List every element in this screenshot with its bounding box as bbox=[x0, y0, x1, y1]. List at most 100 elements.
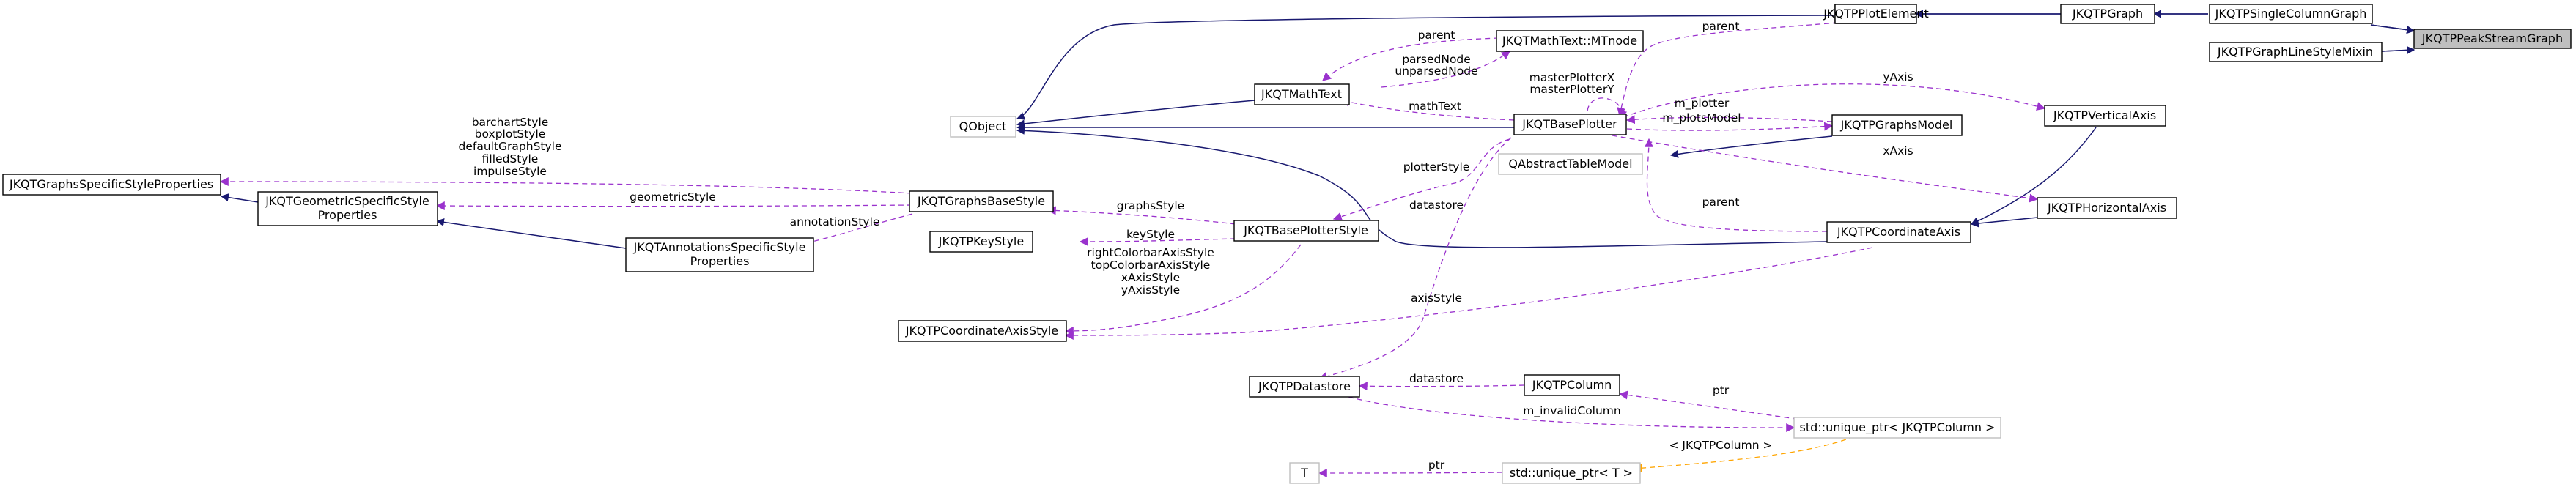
nodes: JKQTPPeakStreamGraph JKQTPSingleColumnGr… bbox=[2, 4, 2572, 484]
edge-m-plotter bbox=[1625, 115, 1833, 124]
edge-master-self bbox=[1587, 97, 1627, 120]
node-jkqtpgraph[interactable]: JKQTPGraph bbox=[2060, 4, 2155, 24]
edge-label: parent bbox=[1702, 196, 1740, 209]
node-label: JKQTPPeakStreamGraph bbox=[2421, 31, 2563, 45]
edge-geometric bbox=[435, 201, 913, 211]
node-label: JKQTPVerticalAxis bbox=[2053, 108, 2156, 122]
edge-axis-styles bbox=[1064, 244, 1302, 335]
node-label: JKQTGraphsSpecificStyleProperties bbox=[9, 177, 213, 191]
edge-label: axisStyle bbox=[1411, 291, 1462, 305]
node-jkqtpcolumn[interactable]: JKQTPColumn bbox=[1524, 374, 1620, 396]
node-label: JKQTPCoordinateAxisStyle bbox=[905, 324, 1058, 338]
edge-keystyle bbox=[1079, 237, 1236, 246]
node-jkqtmathtext-mtnode[interactable]: JKQTMathText::MTnode bbox=[1496, 30, 1644, 52]
edge-label: m_invalidColumn bbox=[1523, 404, 1620, 418]
node-jkqtphorizontalaxis[interactable]: JKQTPHorizontalAxis bbox=[2037, 197, 2177, 219]
edge-graphsstyle bbox=[1047, 206, 1236, 225]
node-jkqtannotationsspecificstyleproperties[interactable]: JKQTAnnotationsSpecificStyle Properties bbox=[625, 237, 814, 272]
edge-label: filledStyle bbox=[482, 152, 539, 166]
edge-xaxis bbox=[1612, 135, 2039, 203]
edge-label: ptr bbox=[1713, 384, 1730, 397]
edge-label: parent bbox=[1702, 20, 1740, 33]
node-label: JKQTPColumn bbox=[1532, 378, 1612, 392]
node-label: JKQTPGraphLineStyleMixin bbox=[2217, 45, 2373, 59]
node-label: JKQTPSingleColumnGraph bbox=[2215, 7, 2367, 21]
edge-label: geometricStyle bbox=[630, 190, 716, 204]
node-jkqtmathtext[interactable]: JKQTMathText bbox=[1254, 83, 1350, 105]
edge-label: m_plotter bbox=[1675, 97, 1730, 111]
node-label: JKQTPCoordinateAxis bbox=[1837, 225, 1960, 239]
node-jkqtppeakstreamgraph[interactable]: JKQTPPeakStreamGraph bbox=[2413, 29, 2572, 49]
edge-ptr-T bbox=[1318, 468, 1503, 477]
edge-label: rightColorbarAxisStyle bbox=[1087, 246, 1214, 259]
edge-label: graphsStyle bbox=[1117, 199, 1184, 212]
node-jkqtgeometricspecificstyleproperties[interactable]: JKQTGeometricSpecificStyle Properties bbox=[257, 191, 438, 226]
edge-inh-gssp-geomsp bbox=[220, 193, 259, 203]
edge-label: parent bbox=[1418, 29, 1455, 42]
edge-plotterstyle bbox=[1332, 138, 1510, 221]
edge-label: mathText bbox=[1409, 100, 1461, 113]
node-label: JKQTMathText::MTnode bbox=[1502, 34, 1637, 48]
edge-label: annotationStyle bbox=[790, 215, 880, 228]
node-template-t[interactable]: T bbox=[1289, 462, 1320, 484]
node-jkqtgraphsbasestyle[interactable]: JKQTGraphsBaseStyle bbox=[909, 190, 1054, 212]
node-jkqtbaseplotter[interactable]: JKQTBasePlotter bbox=[1513, 114, 1627, 135]
edge-label: yAxis bbox=[1883, 70, 1913, 83]
edge-label: masterPlotterX bbox=[1529, 71, 1615, 84]
edge-label: masterPlotterY bbox=[1529, 83, 1614, 96]
node-qabstracttablemodel[interactable]: QAbstractTableModel bbox=[1498, 153, 1643, 175]
edges-final bbox=[1914, 10, 2416, 54]
graph-edges bbox=[219, 15, 2097, 477]
node-qobject[interactable]: QObject bbox=[950, 116, 1016, 138]
edge-inh-coordaxis-vaxis bbox=[1971, 127, 2097, 225]
edge-m-invalidcolumn bbox=[1348, 396, 1796, 433]
node-label-line2: Properties bbox=[318, 208, 377, 222]
node-label: JKQTBasePlotter bbox=[1521, 117, 1617, 131]
node-label: std::unique_ptr< T > bbox=[1510, 466, 1633, 480]
edge-parent-mtnode bbox=[1322, 37, 1499, 81]
node-label-line2: Properties bbox=[690, 254, 750, 268]
edge-label: defaultGraphStyle bbox=[458, 140, 561, 153]
node-unique-ptr-jkqtpcolumn[interactable]: std::unique_ptr< JKQTPColumn > bbox=[1793, 417, 2001, 439]
node-jkqtbaseplotterstyle[interactable]: JKQTBasePlotterStyle bbox=[1233, 220, 1379, 242]
edge-label: plotterStyle bbox=[1403, 160, 1470, 174]
edge-inh-coordaxis-haxis bbox=[1970, 217, 2038, 228]
edge-label: datastore bbox=[1409, 198, 1464, 212]
edge-label: ptr bbox=[1428, 458, 1445, 472]
node-jkqtpgraphlinestylemixin[interactable]: JKQTPGraphLineStyleMixin bbox=[2209, 42, 2383, 62]
node-label: JKQTPPlotElement bbox=[1823, 7, 1929, 21]
node-jkqtpdatastore[interactable]: JKQTPDatastore bbox=[1249, 376, 1360, 398]
node-label: JKQTPKeyStyle bbox=[938, 234, 1024, 248]
node-jkqtpgraphsmodel[interactable]: JKQTPGraphsModel bbox=[1831, 114, 1963, 136]
node-label: T bbox=[1300, 466, 1308, 480]
edge-label: barchartStyle bbox=[472, 116, 549, 129]
edge-label: topColorbarAxisStyle bbox=[1091, 259, 1211, 272]
edge-label: xAxis bbox=[1883, 144, 1913, 157]
edge-linemixin-inherits-peak bbox=[2381, 45, 2416, 54]
node-jkqtpplotelement-box[interactable]: JKQTPPlotElement bbox=[1823, 4, 1929, 24]
edge-m-plotsmodel bbox=[1626, 122, 1834, 131]
node-jkqtpcoordinateaxis[interactable]: JKQTPCoordinateAxis bbox=[1826, 221, 1971, 243]
edge-label: impulseStyle bbox=[473, 165, 547, 178]
node-jkqtpsinglecolumngraph[interactable]: JKQTPSingleColumnGraph bbox=[2209, 4, 2373, 24]
node-jkqtpverticalaxis[interactable]: JKQTPVerticalAxis bbox=[2044, 105, 2166, 127]
edge-axisstyle bbox=[1064, 247, 1873, 340]
node-jkqtpcoordinateaxisstyle[interactable]: JKQTPCoordinateAxisStyle bbox=[898, 320, 1067, 342]
node-label: JKQTPHorizontalAxis bbox=[2047, 201, 2166, 215]
node-label: JKQTGraphsBaseStyle bbox=[917, 194, 1045, 208]
edge-datastore-bp bbox=[1318, 137, 1512, 381]
edge-inh-plotelement-qobject bbox=[1016, 15, 1835, 120]
edge-label: boxplotStyle bbox=[475, 127, 546, 141]
edge-labels: parent parent parent parsedNode unparsed… bbox=[458, 20, 1913, 472]
node-jkqtpkeystyle[interactable]: JKQTPKeyStyle bbox=[929, 231, 1033, 253]
edge-single-inherits-peak bbox=[2370, 24, 2416, 34]
edge-parsed-mtnode bbox=[1381, 51, 1510, 88]
node-label: JKQTPGraphsModel bbox=[1840, 118, 1953, 132]
node-label: JKQTBasePlotterStyle bbox=[1243, 223, 1368, 237]
edge-inh-mathtext-qobject bbox=[1016, 100, 1255, 128]
node-unique-ptr-t[interactable]: std::unique_ptr< T > bbox=[1502, 462, 1641, 484]
node-jkqtgraphsspecificstyleproperties[interactable]: JKQTGraphsSpecificStyleProperties bbox=[2, 174, 221, 196]
edge-datastore-col bbox=[1358, 382, 1525, 391]
edge-label: m_plotsModel bbox=[1662, 111, 1741, 125]
